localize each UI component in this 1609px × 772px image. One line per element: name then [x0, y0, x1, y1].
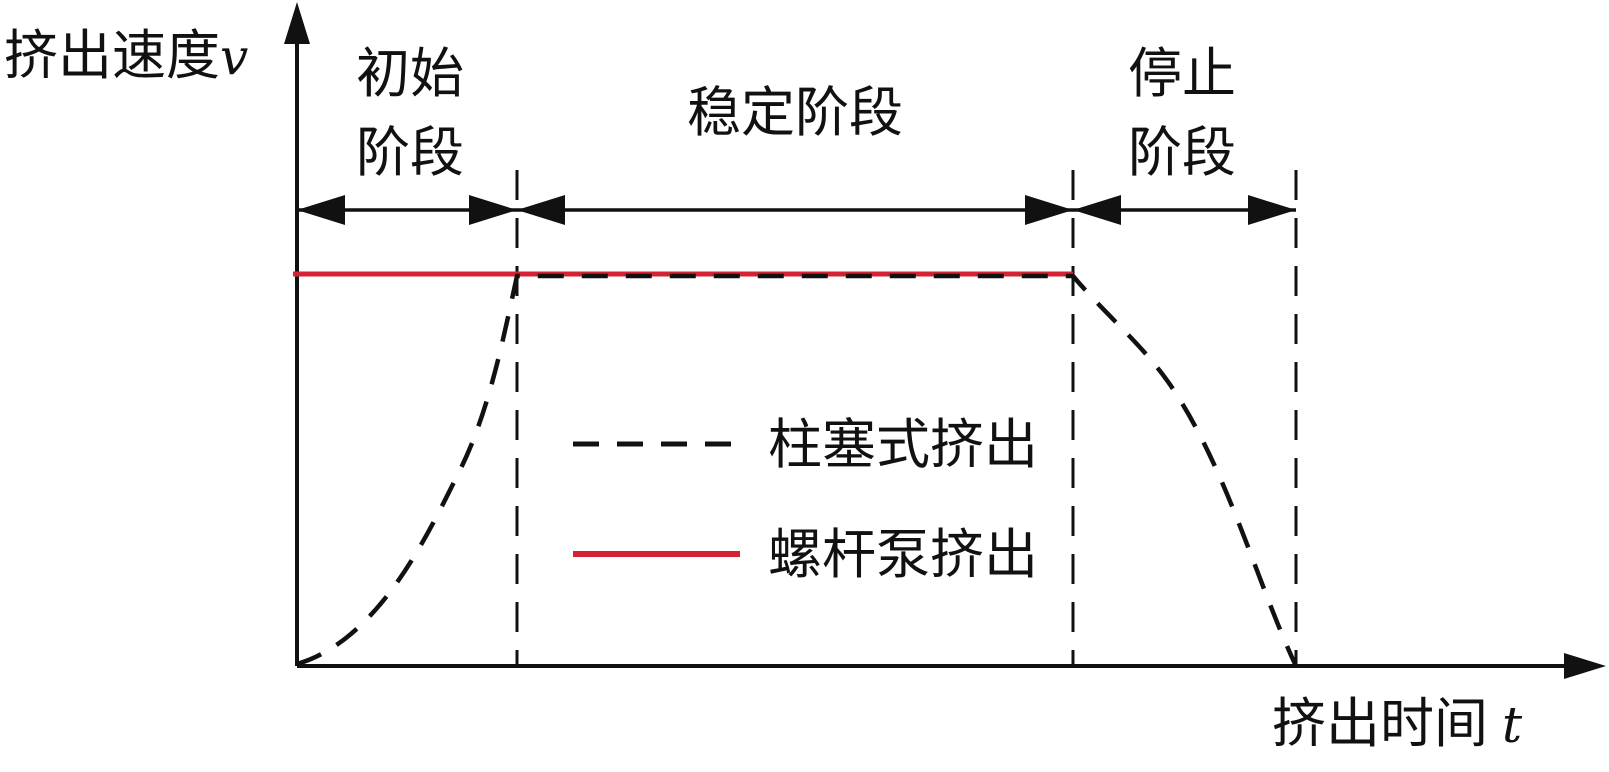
arrowhead-right-initial: [469, 195, 517, 225]
arrowhead-left-stable: [517, 195, 565, 225]
phase-initial-line2: 阶段: [356, 121, 464, 184]
y-axis-variable: v: [220, 28, 248, 86]
phase-initial-line1: 初始: [356, 42, 464, 105]
y-axis-arrowhead: [284, 2, 310, 44]
legend-label-plunger: 柱塞式挤出: [768, 413, 1038, 476]
phase-stable-label: 稳定阶段: [687, 81, 903, 144]
legend-label-screw-pump: 螺杆泵挤出: [768, 523, 1038, 586]
phase-stop-line1: 停止: [1128, 42, 1236, 105]
phase-stop-line2: 阶段: [1128, 121, 1236, 184]
arrowhead-left-stop: [1073, 195, 1121, 225]
plunger-curve: [296, 273, 1299, 667]
x-axis-variable: t: [1502, 696, 1523, 754]
phase-boundaries: [515, 170, 1298, 666]
axes: [284, 2, 1606, 679]
y-axis-label: 挤出速度v: [4, 24, 248, 87]
arrowhead-right-stable: [1025, 195, 1073, 225]
x-axis-arrowhead: [1564, 653, 1606, 679]
phase-arrows: [297, 195, 1296, 225]
legend: 柱塞式挤出 螺杆泵挤出: [573, 413, 1038, 586]
arrowhead-left-initial: [297, 195, 345, 225]
arrowhead-right-stop: [1248, 195, 1296, 225]
